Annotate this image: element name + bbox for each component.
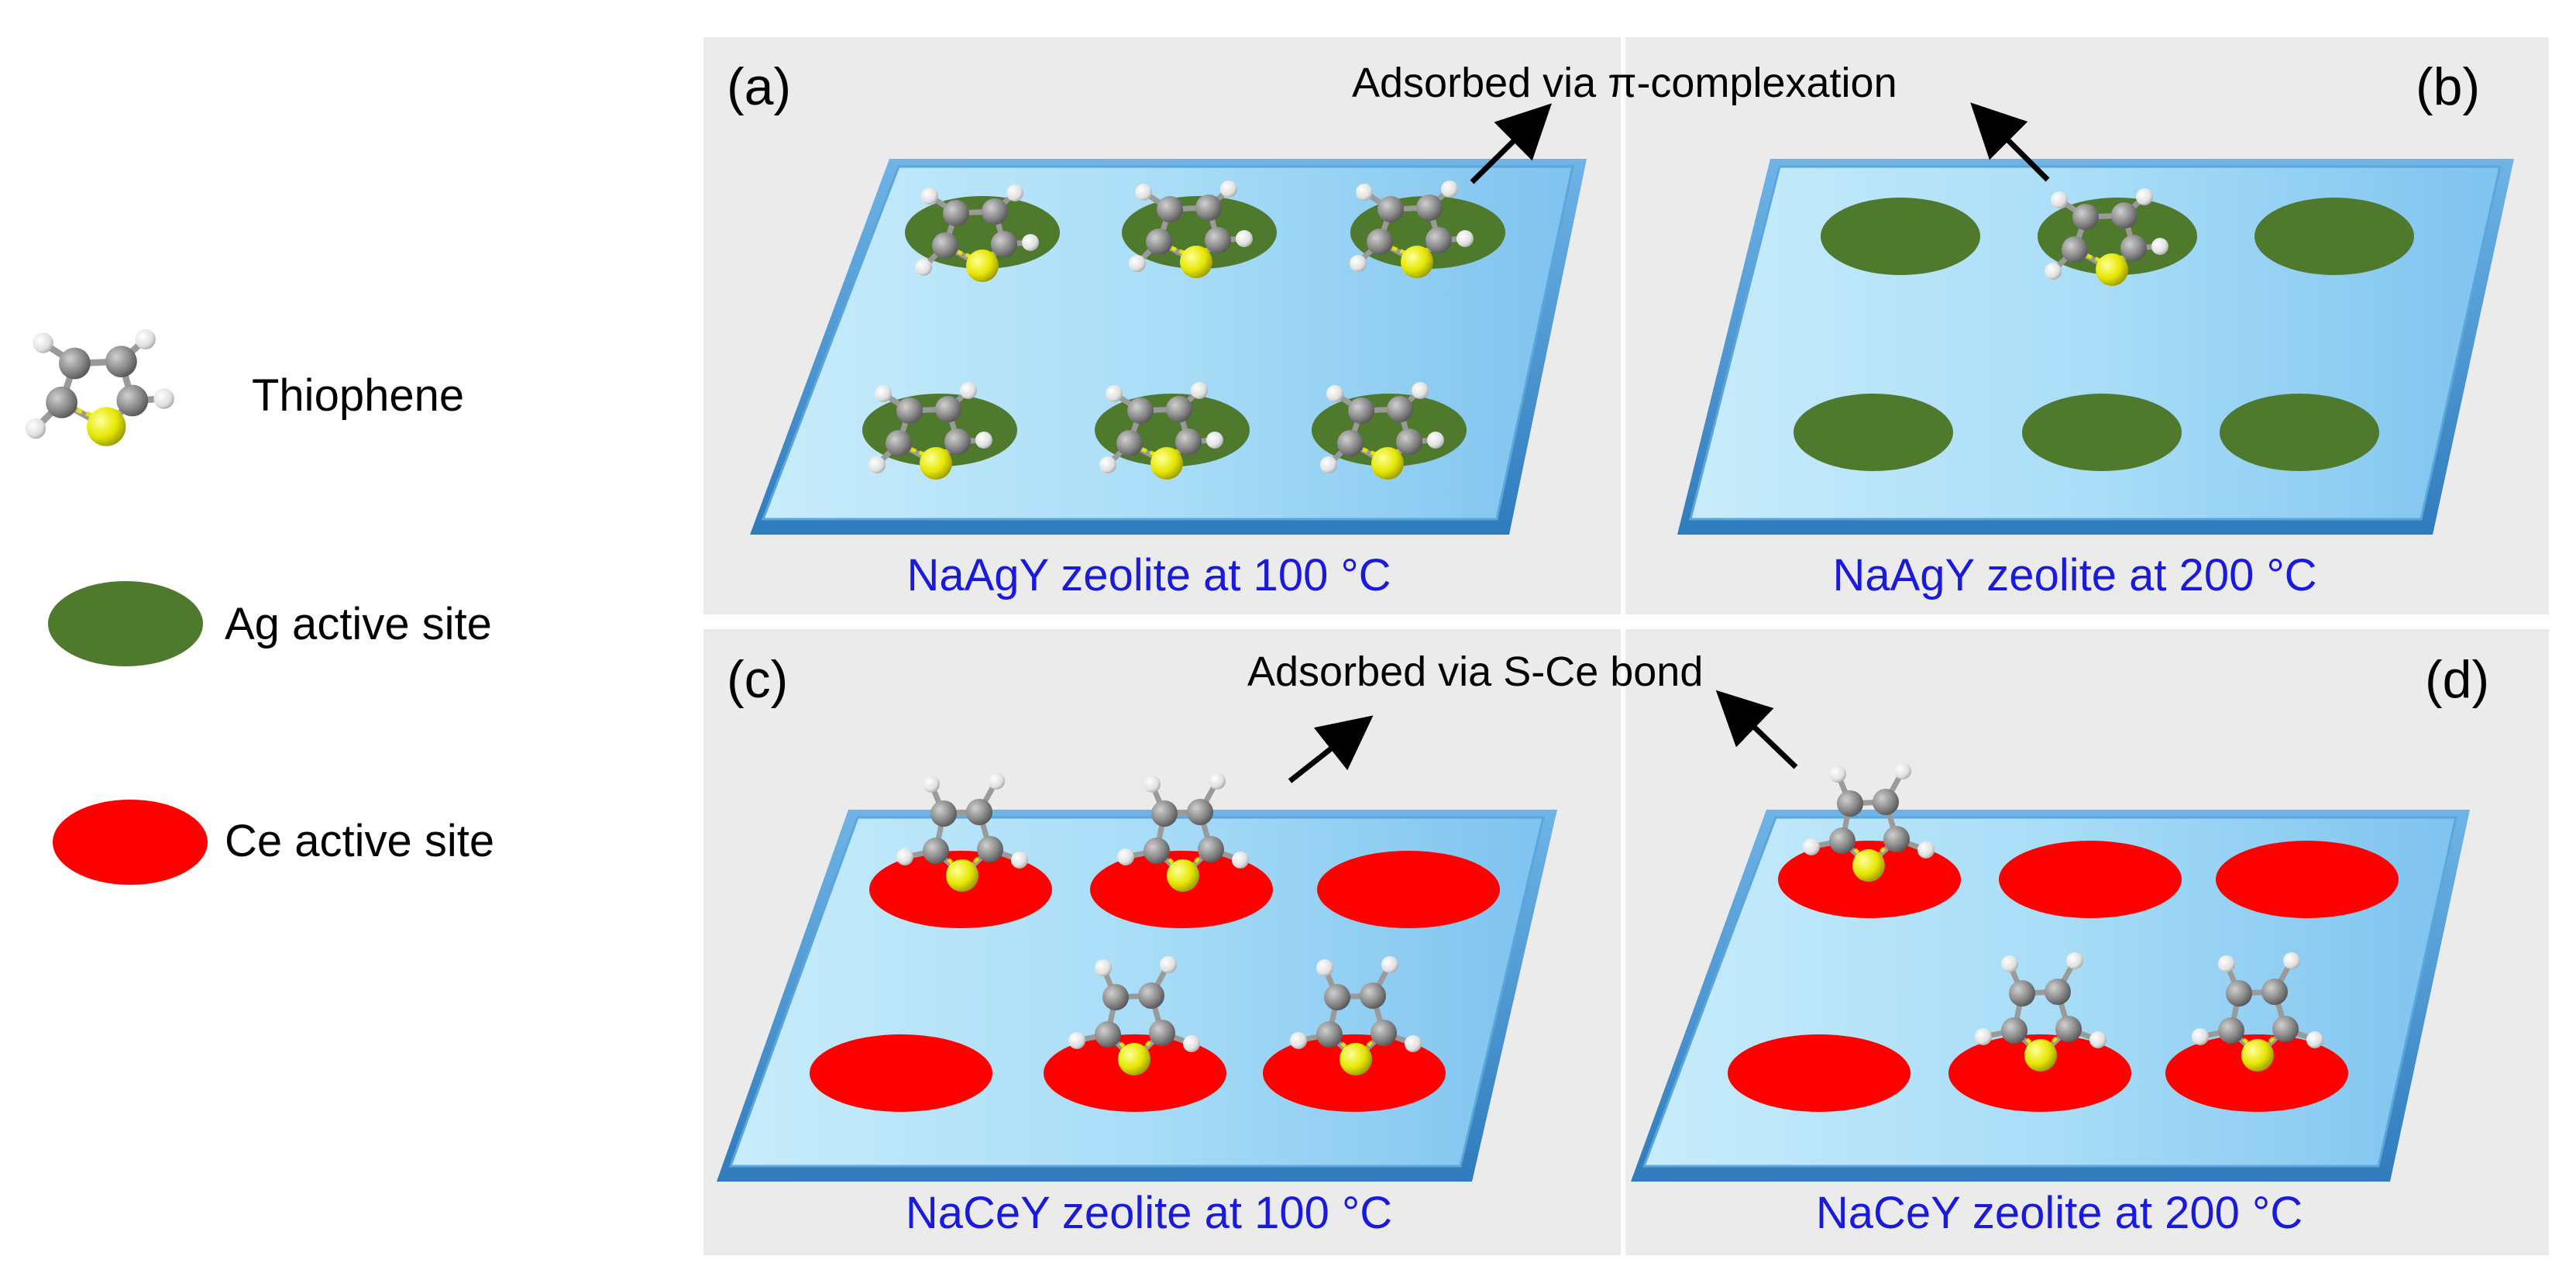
annotation-arrow: [1288, 715, 1374, 783]
panel-a-caption: NaAgY zeolite at 100 °C: [906, 550, 1391, 600]
ag-site-legend-swatch: [48, 581, 203, 666]
panel-b-letter: (b): [2416, 57, 2480, 116]
ce-site: [2165, 1034, 2348, 1112]
annotation-arrow: [1970, 102, 2050, 182]
legend-ag-label: Ag active site: [225, 599, 492, 649]
annotation-arrow: [1470, 103, 1552, 184]
ag-site: [2254, 198, 2414, 275]
panel-b: (b) NaAgY zeolite at 200 °C: [1677, 57, 2514, 600]
ag-site: [2220, 394, 2379, 471]
panel-a-letter: (a): [727, 57, 791, 116]
panel-d: (d) NaCeY zeolite at 200 °C: [1631, 650, 2489, 1238]
ag-site: [2022, 394, 2182, 471]
panel-c-caption: NaCeY zeolite at 100 °C: [906, 1188, 1392, 1238]
ce-site-legend-swatch: [53, 800, 208, 885]
ce-site: [810, 1034, 992, 1112]
ce-site: [1948, 1034, 2131, 1112]
panel-c: (c) NaCeY zeolite at 100 °C: [717, 650, 1557, 1238]
ag-site: [1794, 394, 1953, 471]
panel-d-caption: NaCeY zeolite at 200 °C: [1816, 1188, 2303, 1238]
annotation-arrow: [1715, 690, 1798, 769]
annotation-s-ce-bond: Adsorbed via S-Ce bond: [1247, 649, 1703, 695]
panel-d-letter: (d): [2425, 650, 2489, 709]
panel-c-letter: (c): [727, 650, 788, 709]
ag-site: [1821, 198, 1980, 275]
ce-site: [1728, 1034, 1911, 1112]
panel-a: (a) NaAgY zeolite at 100 °C: [727, 57, 1587, 600]
annotation-pi-complexation: Adsorbed via π-complexation: [1352, 60, 1897, 106]
ce-site: [2216, 841, 2399, 918]
ce-site: [1999, 841, 2182, 918]
legend: Thiophene Ag active site Ce active site: [26, 329, 494, 885]
panel-b-caption: NaAgY zeolite at 200 °C: [1832, 550, 2316, 600]
legend-ce-label: Ce active site: [225, 816, 494, 866]
thiophene-legend-icon: [26, 329, 174, 446]
legend-thiophene-label: Thiophene: [252, 370, 464, 421]
ce-site: [1317, 851, 1500, 928]
